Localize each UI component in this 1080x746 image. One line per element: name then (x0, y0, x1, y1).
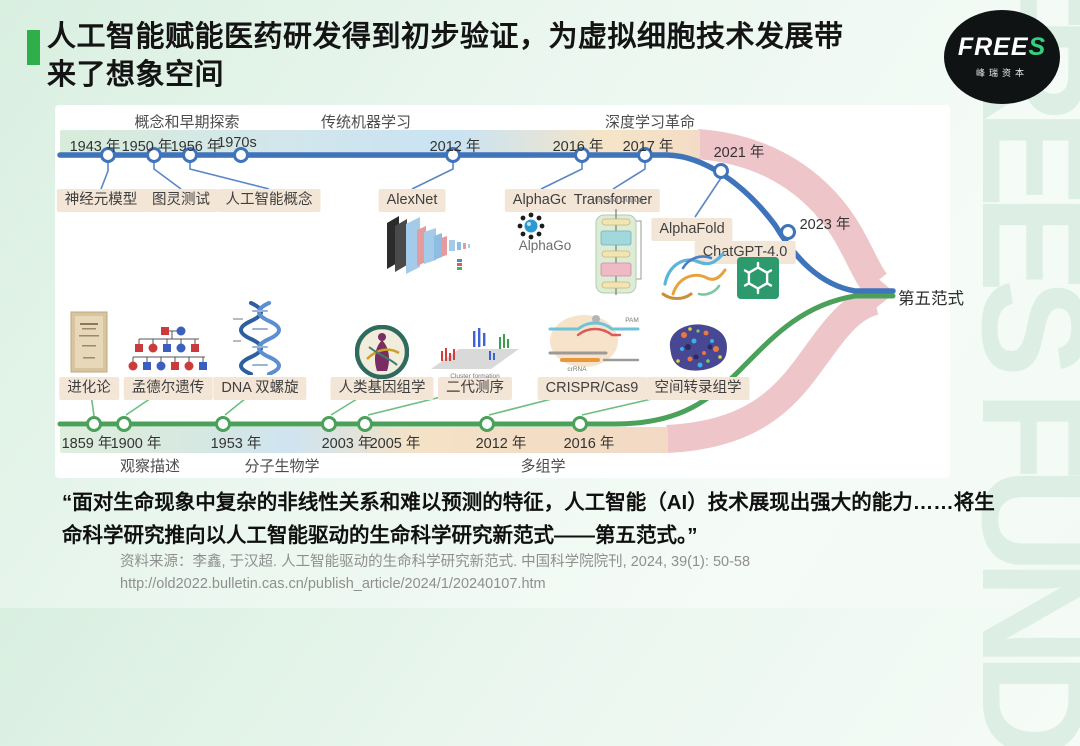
milestone-label: DNA 双螺旋 (213, 377, 307, 400)
timeline-year: 2017 年 (622, 139, 674, 155)
timeline-year: 2003 年 (321, 436, 373, 452)
timeline-year: 2016 年 (552, 139, 604, 155)
source-url: http://old2022.bulletin.cas.cn/publish_a… (120, 575, 546, 592)
transformer-diagram-icon (593, 207, 645, 302)
frees-fund-watermark: FREES FUND (951, 0, 1080, 746)
transformer-caption: Encoder Outputs (594, 197, 644, 204)
timeline-year: 1970s (217, 135, 257, 151)
bio-era-molecular: 分子生物学 (244, 458, 320, 475)
timeline-diagram-panel: 概念和早期探索 传统机器学习 深度学习革命 观察描述 分子生物学 多组学 194… (55, 105, 964, 478)
ai-era-early: 概念和早期探索 (134, 114, 240, 131)
page-title: 人工智能赋能医药研发得到初步验证，为虚拟细胞技术发展带来了想象空间 (47, 21, 844, 92)
milestone-label: 人类基因组学 (330, 377, 434, 400)
origin-of-species-book-icon (70, 311, 108, 378)
logo-accent-letter: S (1028, 33, 1047, 61)
ngs-caption: Cluster formation (450, 373, 500, 380)
ai-track-nodes (100, 147, 796, 240)
ai-track-line (57, 152, 896, 294)
milestone-label: AlexNet (378, 189, 446, 212)
bio-track-nodes (86, 416, 588, 432)
logo-wordmark: FREES (957, 33, 1047, 61)
alphago-logo-icon (517, 212, 545, 245)
milestone-label: 空间转录组学 (646, 377, 750, 400)
crispr-pam-label: PAM (625, 317, 639, 324)
quote-text: “面对生命现象中复杂的非线性关系和难以预测的特征，人工智能（AI）技术展现出强大… (62, 491, 995, 548)
bio-era-band (60, 427, 668, 453)
milestone-label: 二代测序 (438, 377, 512, 400)
bio-track-line (57, 293, 896, 427)
timeline-year: 2021 年 (713, 145, 765, 161)
bio-era-multiomics: 多组学 (520, 458, 566, 475)
crispr-cas9-diagram-icon (546, 311, 642, 380)
timeline-year: 1950 年 (121, 139, 173, 155)
crispr-crrna-label: crRNA (567, 366, 587, 373)
timeline-year: 1953 年 (210, 436, 262, 452)
milestone-label: AlphaFold (651, 218, 733, 241)
ai-connector-lines (100, 162, 722, 218)
title-accent-bar (27, 30, 40, 65)
milestone-label: 图灵测试 (144, 189, 218, 212)
openai-chatgpt-logo-icon (737, 257, 779, 304)
timeline-year: 2012 年 (475, 436, 527, 452)
timeline-base-graphic (57, 129, 896, 453)
timeline-year: 2016 年 (563, 436, 615, 452)
mendel-pedigree-icon (127, 324, 209, 379)
milestone-label: AlphaGo (504, 189, 578, 212)
ai-era-band (60, 130, 700, 158)
milestone-label: CRISPR/Cas9 (537, 377, 647, 400)
timeline-year: 1943 年 (69, 139, 121, 155)
source-citation: 资料来源：李鑫, 于汉超. 人工智能驱动的生命科学研究新范式. 中国科学院院刊,… (120, 552, 750, 596)
timeline-year: 1956 年 (170, 139, 222, 155)
timeline-year: 2005 年 (369, 436, 421, 452)
human-genome-project-logo-icon (354, 324, 410, 384)
ai-era-ml: 传统机器学习 (320, 114, 412, 131)
frees-capital-logo: FREES 峰瑞资本 (944, 10, 1060, 104)
timeline-year: 1859 年 (61, 436, 113, 452)
pink-band-lower (666, 287, 880, 453)
spatial-transcriptomics-icon (660, 319, 736, 380)
alexnet-cnn-icon (385, 213, 477, 280)
milestone-label: 人工智能概念 (217, 189, 321, 212)
milestone-label: 进化论 (59, 377, 119, 400)
bio-era-observation: 观察描述 (119, 458, 181, 475)
timeline-year: 2023 年 (799, 217, 851, 233)
fifth-paradigm-label: 第五范式 (898, 290, 964, 308)
ai-era-dl: 深度学习革命 (604, 114, 696, 131)
timeline-year: 2012 年 (429, 139, 481, 155)
alphago-caption: AlphaGo (518, 238, 572, 253)
logo-subtext: 峰瑞资本 (975, 68, 1028, 78)
milestone-label: 孟德尔遗传 (123, 377, 213, 400)
ngs-cluster-plot-icon (429, 327, 521, 376)
source-line: 资料来源：李鑫, 于汉超. 人工智能驱动的生命科学研究新范式. 中国科学院院刊,… (120, 554, 751, 570)
timeline-year: 1900 年 (110, 436, 162, 452)
pink-band-upper (695, 129, 888, 293)
milestone-label: Transformer (565, 189, 661, 212)
milestone-label: 神经元模型 (56, 189, 146, 212)
alphafold-protein-icon (655, 242, 731, 311)
dna-double-helix-icon (231, 301, 289, 380)
